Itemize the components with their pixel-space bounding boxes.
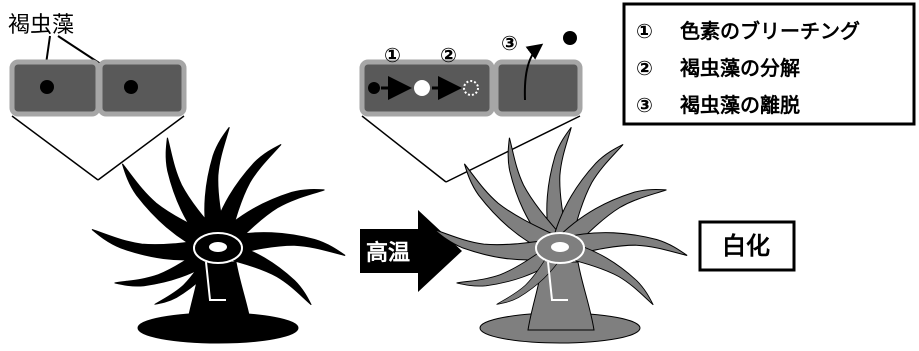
bleached-anemone: [434, 127, 687, 343]
arrow-label: 高温: [366, 240, 410, 266]
zooxanthella-dot: [368, 82, 380, 94]
legend-text: 褐虫藻の離脱: [679, 93, 800, 117]
bleaching-result-box: 白化: [700, 222, 794, 270]
legend-text: 色素のブリーチング: [680, 19, 860, 43]
zoom-line: [362, 116, 446, 182]
cell: [496, 62, 580, 114]
step-marker: ①: [384, 43, 401, 67]
cell: [100, 62, 184, 114]
cell: [12, 62, 98, 114]
healthy-anemone: [92, 127, 345, 343]
bleached-dot: [414, 80, 430, 96]
step-marker: ③: [501, 31, 518, 55]
mouth: [209, 242, 227, 252]
zooxanthella-dot: [124, 80, 138, 94]
zooxanthellae-label: 褐虫藻: [8, 13, 74, 38]
legend-marker: ①: [636, 19, 653, 43]
legend-marker: ②: [636, 56, 653, 80]
healthy-cells: [12, 62, 184, 114]
healthy-panel: 褐虫藻: [8, 13, 345, 343]
zoom-line: [12, 116, 98, 180]
legend-marker: ③: [636, 93, 653, 117]
legend: ① 色素のブリーチング ② 褐虫藻の分解 ③ 褐虫藻の離脱: [624, 4, 914, 124]
high-temperature-arrow: 高温: [360, 210, 462, 292]
mouth: [551, 242, 569, 252]
expelled-dot: [563, 31, 577, 45]
result-label: 白化: [722, 232, 770, 260]
legend-text: 褐虫藻の分解: [679, 56, 800, 80]
step-marker: ②: [440, 43, 457, 67]
zooxanthella-dot: [40, 80, 54, 94]
